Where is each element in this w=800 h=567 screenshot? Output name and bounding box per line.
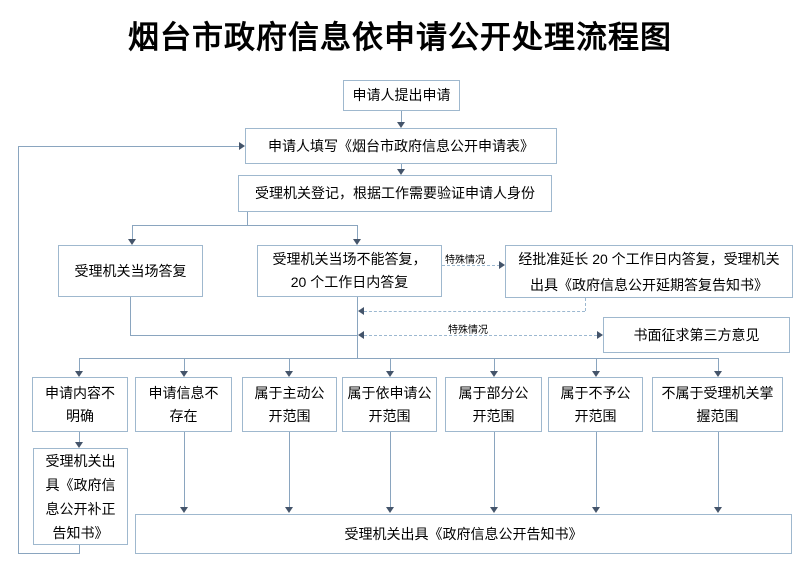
connector-drop-4: [390, 358, 391, 371]
node-outcome-on-request: 属于依申请公开范围: [342, 377, 437, 432]
connector-outcome6-final: [596, 432, 597, 507]
arrow-down-icon: [353, 239, 361, 245]
node-fill-form: 申请人填写《烟台市政府信息公开申请表》: [245, 128, 557, 164]
connector-main-vertical: [357, 297, 358, 358]
connector-drop-7: [718, 358, 719, 371]
arrow-down-icon: [490, 371, 498, 377]
connector-outcome1-supplement: [79, 432, 80, 442]
arrow-down-icon: [180, 371, 188, 377]
connector-onsite-join: [130, 335, 357, 336]
arrow-left-icon: [358, 331, 364, 339]
edge-special-case-extend: [442, 265, 500, 266]
connector-drop-1: [79, 358, 80, 371]
node-extended-reply: 经批准延长 20 个工作日内答复，受理机关出具《政府信息公开延期答复告知书》: [505, 245, 793, 298]
connector-outcome5-final: [494, 432, 495, 507]
arrow-down-icon: [285, 507, 293, 513]
connector-loop-down: [79, 545, 80, 553]
node-outcome-not-held: 不属于受理机关掌握范围: [652, 377, 783, 432]
arrow-right-icon: [239, 142, 245, 150]
node-outcome-denied: 属于不予公开范围: [548, 377, 643, 432]
connector-outcome3-final: [289, 432, 290, 507]
edge-extended-return-v: [585, 298, 586, 311]
connector-loop-bottom: [18, 553, 80, 554]
arrow-right-icon: [597, 331, 603, 339]
edge-label-special-case-extend: 特殊情况: [445, 255, 485, 266]
arrow-down-icon: [180, 507, 188, 513]
node-third-party: 书面征求第三方意见: [603, 317, 790, 353]
connector-loop-left: [18, 146, 19, 554]
arrow-down-icon: [714, 371, 722, 377]
connector-outcome2-final: [184, 432, 185, 507]
page-title: 烟台市政府信息依申请公开处理流程图: [128, 20, 672, 55]
connector-distribution-bar: [79, 358, 718, 359]
connector-fillform-register: [401, 164, 402, 169]
node-delayed-reply: 受理机关当场不能答复，20 个工作日内答复: [257, 245, 442, 297]
arrow-down-icon: [490, 507, 498, 513]
edge-extended-return-h: [364, 311, 585, 312]
arrow-down-icon: [75, 371, 83, 377]
node-supplement-notice: 受理机关出具《政府信息公开补正告知书》: [33, 448, 128, 545]
arrow-left-icon: [358, 307, 364, 315]
arrow-down-icon: [397, 169, 405, 175]
connector-split-bar: [132, 225, 358, 226]
node-apply: 申请人提出申请: [343, 80, 460, 111]
connector-drop-6: [596, 358, 597, 371]
node-register: 受理机关登记，根据工作需要验证申请人身份: [238, 175, 552, 212]
connector-loop-top: [18, 146, 239, 147]
connector-outcome4-final: [390, 432, 391, 507]
arrow-down-icon: [285, 371, 293, 377]
connector-to-delayed: [357, 225, 358, 240]
connector-drop-2: [184, 358, 185, 371]
arrow-down-icon: [397, 122, 405, 128]
node-onsite-reply: 受理机关当场答复: [58, 245, 203, 297]
connector-outcome7-final: [718, 432, 719, 507]
connector-drop-5: [494, 358, 495, 371]
arrow-down-icon: [386, 507, 394, 513]
node-outcome-unclear: 申请内容不明确: [32, 377, 128, 432]
connector-to-onsite: [132, 225, 133, 240]
arrow-down-icon: [128, 239, 136, 245]
connector-register-split: [247, 212, 248, 225]
arrow-down-icon: [592, 507, 600, 513]
arrow-down-icon: [592, 371, 600, 377]
node-outcome-partial: 属于部分公开范围: [445, 377, 542, 432]
node-final-notice: 受理机关出具《政府信息公开告知书》: [135, 514, 792, 554]
node-outcome-nonexistent: 申请信息不存在: [135, 377, 232, 432]
arrow-down-icon: [75, 442, 83, 448]
arrow-down-icon: [714, 507, 722, 513]
connector-apply-fillform: [401, 111, 402, 122]
edge-label-special-case-third-party: 特殊情况: [448, 325, 488, 336]
arrow-right-icon: [499, 261, 505, 269]
connector-onsite-down: [130, 297, 131, 335]
node-outcome-proactive: 属于主动公开范围: [242, 377, 337, 432]
arrow-down-icon: [386, 371, 394, 377]
edge-special-case-third-party: [364, 335, 597, 336]
connector-drop-3: [289, 358, 290, 371]
